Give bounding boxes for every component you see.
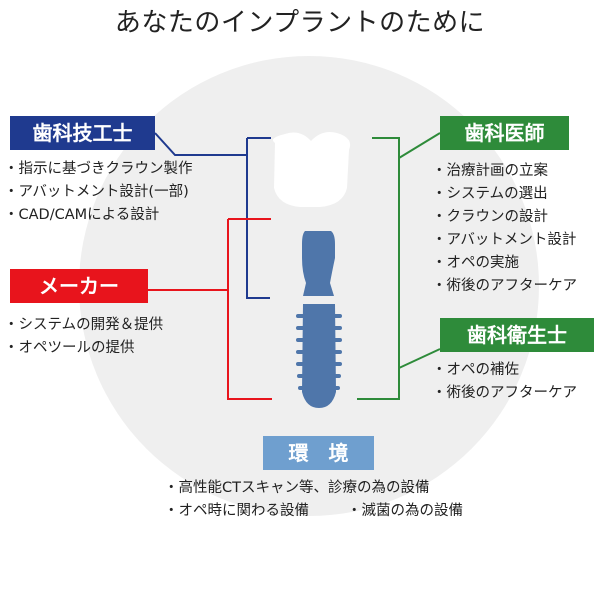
doctor-label: 歯科医師 <box>440 116 569 150</box>
technician-items: ・指示に基づきクラウン製作 ・アバットメント設計(一部) ・CAD/CAMによる… <box>4 158 193 227</box>
doctor-bracket <box>357 132 441 400</box>
page-title: あなたのインプラントのために <box>114 8 486 38</box>
fixture-icon <box>296 304 342 408</box>
doctor-item: ・オペの実施 <box>432 255 519 271</box>
maker-item: ・オペツールの提供 <box>4 340 135 356</box>
hygienist-item: ・オペの補佐 <box>432 362 519 378</box>
abutment-icon <box>302 231 335 296</box>
crown-icon <box>272 132 351 207</box>
doctor-item: ・クラウンの設計 <box>432 209 548 225</box>
maker-label: メーカー <box>10 269 148 303</box>
technician-label: 歯科技工士 <box>10 116 155 150</box>
maker-bracket <box>148 218 272 400</box>
environment-line-1: ・高性能CTスキャン等、診療の為の設備 <box>164 480 430 496</box>
doctor-item: ・治療計画の立案 <box>432 163 548 179</box>
maker-item: ・システムの開発＆提供 <box>4 317 164 333</box>
technician-item: ・アバットメント設計(一部) <box>4 184 189 200</box>
environment-label: 環 境 <box>263 436 374 470</box>
technician-item: ・CAD/CAMによる設計 <box>4 207 160 223</box>
maker-items: ・システムの開発＆提供 ・オペツールの提供 <box>4 314 163 360</box>
hygienist-items: ・オペの補佐 ・術後のアフターケア <box>432 359 577 405</box>
doctor-item: ・術後のアフターケア <box>432 278 577 294</box>
environment-line-2a: ・オペ時に関わる設備 <box>164 503 309 519</box>
hygienist-label: 歯科衛生士 <box>440 318 594 352</box>
technician-bracket <box>154 132 271 299</box>
doctor-item: ・アバットメント設計 <box>432 232 577 248</box>
hygienist-item: ・術後のアフターケア <box>432 385 577 401</box>
environment-line-2b: ・滅菌の為の設備 <box>347 503 463 519</box>
doctor-items: ・治療計画の立案 ・システムの選出 ・クラウンの設計 ・アバットメント設計 ・オ… <box>432 160 577 298</box>
doctor-item: ・システムの選出 <box>432 186 548 202</box>
technician-item: ・指示に基づきクラウン製作 <box>4 161 193 177</box>
